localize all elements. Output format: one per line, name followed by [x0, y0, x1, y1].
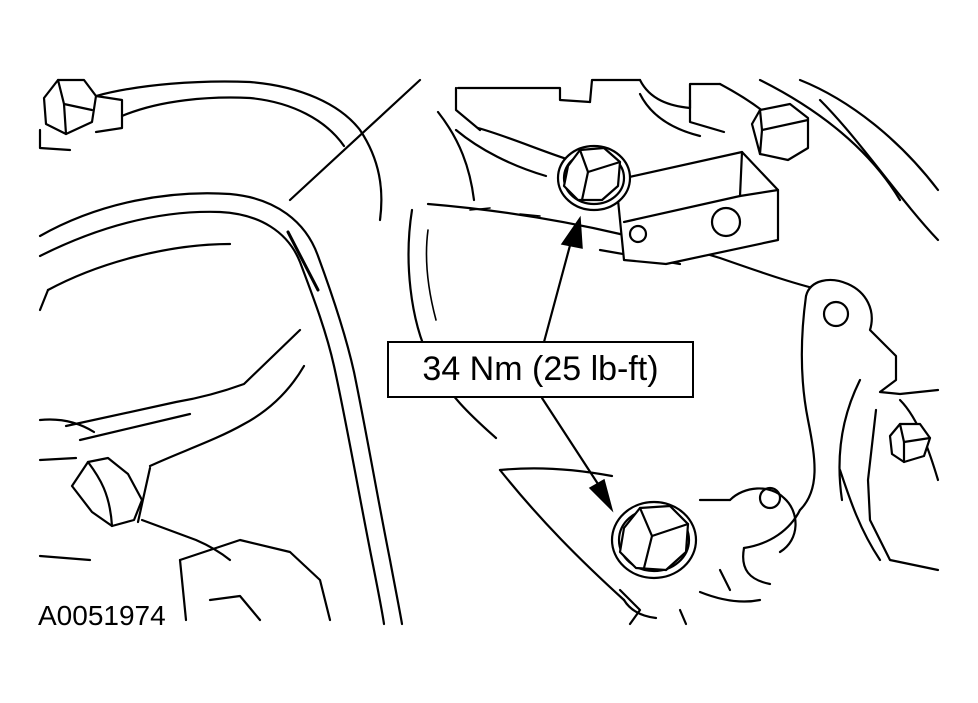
arrowhead-up-icon	[560, 215, 583, 249]
upper-bolt	[556, 144, 632, 212]
left-tube-assembly	[38, 78, 422, 626]
figure-identifier: A0051974	[38, 600, 166, 631]
torque-callout-box: 34 Nm (25 lb-ft)	[387, 341, 694, 398]
torque-label: 34 Nm (25 lb-ft)	[422, 350, 659, 388]
callout-leaders	[540, 215, 614, 513]
arrowhead-down-icon	[588, 478, 614, 513]
lower-bolt	[610, 500, 698, 580]
